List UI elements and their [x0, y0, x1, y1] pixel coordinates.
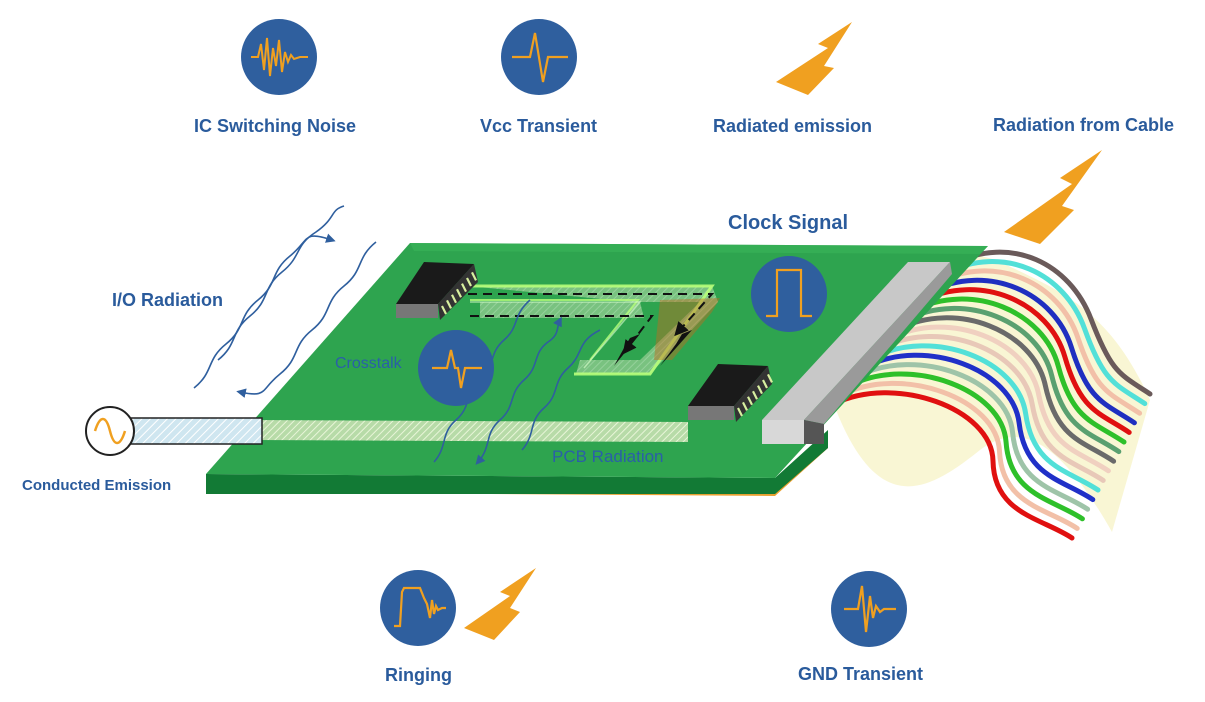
chip-pin [752, 390, 758, 400]
cable-wire [862, 352, 1096, 503]
ac-source-icon [85, 406, 135, 456]
cable-wire [902, 305, 1122, 455]
chip-pin [466, 277, 472, 287]
cable-wire [925, 277, 1137, 426]
cable-wire [941, 259, 1148, 407]
cable-wire [831, 390, 1075, 541]
label-vcc-transient: Vcc Transient [480, 116, 598, 136]
edge-connector [762, 262, 952, 444]
cable-wire [933, 268, 1143, 416]
chip-pin [451, 294, 457, 304]
label-radiated-emission: Radiated emission [713, 116, 873, 136]
chip-pin [757, 385, 763, 395]
label-radiation-from-cable: Radiation from Cable [993, 115, 1175, 135]
clock-signal-arrows [468, 293, 715, 366]
gnd-transient-icon [831, 571, 907, 647]
ringing-icon [380, 570, 456, 646]
chip-pin [747, 396, 753, 406]
chip-pin [737, 407, 743, 417]
arrow-head-1 [660, 330, 692, 366]
label-ringing: Ringing [385, 665, 452, 685]
io-radiation-waves [193, 205, 377, 398]
chip-pin [742, 401, 748, 411]
conducted-emission-lead [129, 417, 263, 445]
lightning-icon-radiated [776, 22, 852, 95]
lightning-icon-ringing [464, 568, 536, 640]
label-pcb-radiation: PCB Radiation [552, 447, 664, 466]
label-gnd-transient: GND Transient [798, 664, 924, 684]
cable-wire [918, 287, 1132, 435]
vcc-transient-icon [501, 19, 577, 95]
cable-wire [847, 371, 1085, 522]
cable-wire [870, 343, 1101, 493]
lightning-icon-cable [1004, 150, 1102, 244]
ic-chip-right [688, 364, 773, 422]
ic-switching-noise-icon [241, 19, 317, 95]
cable-wire [910, 296, 1127, 445]
cable-wire [878, 334, 1106, 483]
chip-pin [471, 271, 477, 281]
cable-wire [949, 249, 1153, 397]
chip-pin [441, 305, 447, 315]
chip-pin [446, 299, 452, 309]
label-io-radiation: I/O Radiation [112, 290, 224, 310]
crosstalk-icon [418, 330, 494, 406]
label-ic-switching-noise: IC Switching Noise [194, 116, 357, 136]
cable-wire [839, 380, 1080, 531]
label-crosstalk: Crosstalk [335, 355, 402, 372]
label-clock-signal: Clock Signal [728, 212, 849, 234]
cable-wire [894, 315, 1117, 464]
ic-chip-left [396, 262, 478, 320]
cable-wire [855, 362, 1091, 512]
chip-pin [456, 288, 462, 298]
pcb-radiation-strip [244, 420, 688, 442]
arrow-head-2 [614, 334, 640, 366]
cable-wire [886, 324, 1111, 474]
chip-pin [762, 379, 768, 389]
chip-pin [767, 373, 773, 383]
chip-pin [461, 283, 467, 293]
label-conducted-emission: Conducted Emission [22, 477, 172, 494]
clock-signal-icon [751, 256, 827, 332]
